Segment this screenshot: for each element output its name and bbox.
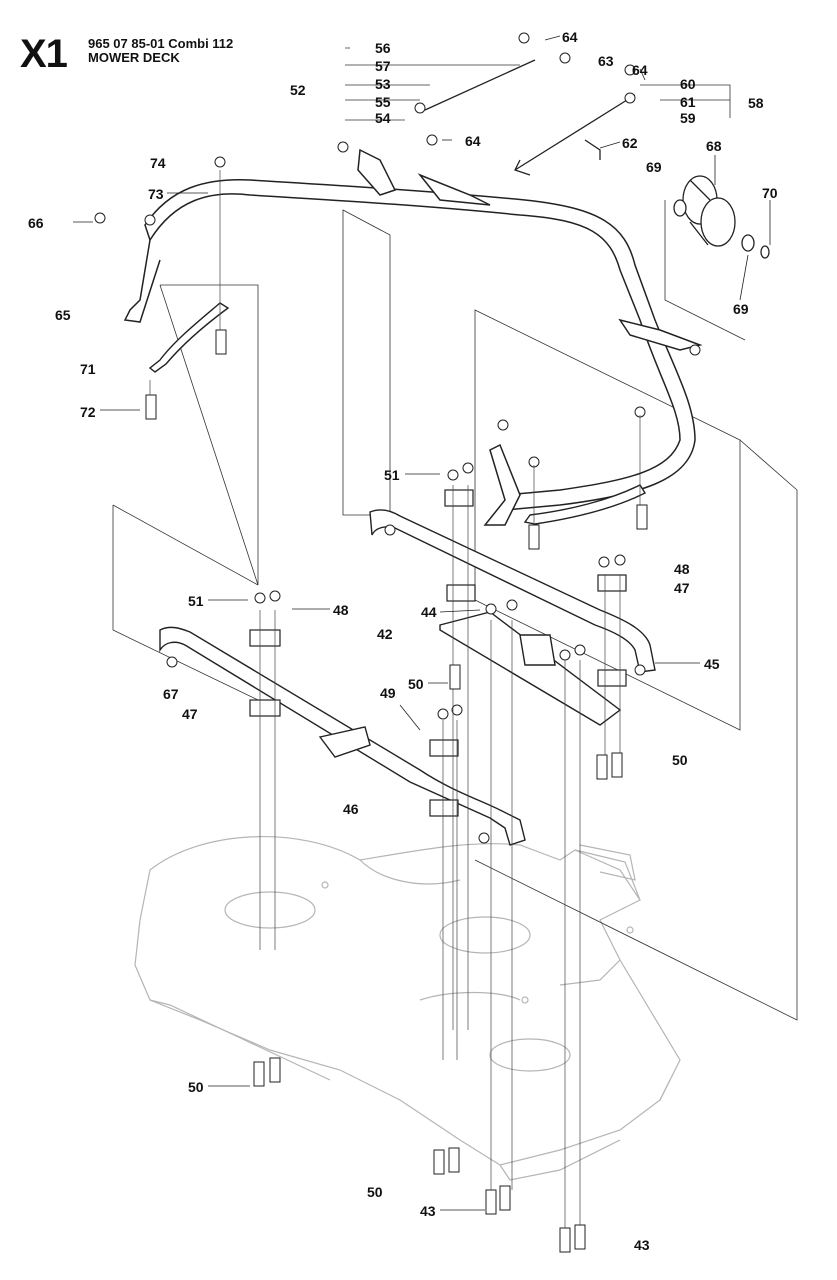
callout-73: 73 [148,186,164,202]
callout-61: 61 [680,94,696,110]
lift-arm-right [523,484,647,525]
callout-43-left: 43 [420,1203,436,1219]
callout-42: 42 [377,626,393,642]
section-code: X1 [20,32,68,76]
callout-64-top: 64 [562,29,578,45]
adjustment-rods [424,59,636,176]
callout-57: 57 [375,58,391,74]
callout-50-left: 50 [188,1079,204,1095]
callout-63: 63 [598,53,614,69]
callout-67: 67 [163,686,179,702]
fasteners [94,32,701,844]
callout-56: 56 [375,40,391,56]
callout-45: 45 [704,656,720,672]
diagram-header: X1 965 07 85-01 Combi 112 MOWER DECK [0,0,837,80]
callout-53: 53 [375,76,391,92]
deck-outline [134,836,681,1181]
callout-59: 59 [680,110,696,126]
callout-66: 66 [28,215,44,231]
callout-74: 74 [150,155,166,171]
callout-50-mid: 50 [408,676,424,692]
callout-44: 44 [421,604,437,620]
callout-71: 71 [80,361,96,377]
callout-69-top: 69 [646,159,662,175]
callout-50-right: 50 [672,752,688,768]
lift-arm-left [148,302,230,373]
rear-bracket-plate [439,611,622,726]
callout-47-left: 47 [182,706,198,722]
callout-43-right: 43 [634,1237,650,1253]
front-bracket-plate [318,726,371,758]
callout-64-mid: 64 [465,133,481,149]
callout-62: 62 [622,135,638,151]
callout-65: 65 [55,307,71,323]
callout-50-bottom: 50 [367,1184,383,1200]
deck-lift-frame [123,148,703,526]
callout-52: 52 [290,82,306,98]
callout-72: 72 [80,404,96,420]
bolt-axis-lines [149,170,641,1230]
callout-48-right: 48 [674,561,690,577]
callout-51-upper: 51 [384,467,400,483]
callout-68: 68 [706,138,722,154]
callout-64-right: 64 [632,62,648,78]
callout-70: 70 [762,185,778,201]
callout-55: 55 [375,94,391,110]
callout-58: 58 [748,95,764,111]
callout-49: 49 [380,685,396,701]
callout-46: 46 [343,801,359,817]
callout-69-bottom: 69 [733,301,749,317]
clamp-blocks [249,489,627,817]
callout-51-lower: 51 [188,593,204,609]
diagram-title: MOWER DECK [88,50,180,65]
gauge-wheel [673,175,770,259]
callout-47-right: 47 [674,580,690,596]
callout-60: 60 [680,76,696,92]
part-number: 965 07 85-01 Combi 112 [88,36,234,51]
bottom-bolts [145,329,648,1253]
callout-54: 54 [375,110,391,126]
callout-48-left: 48 [333,602,349,618]
callout-leaders [73,35,771,1211]
